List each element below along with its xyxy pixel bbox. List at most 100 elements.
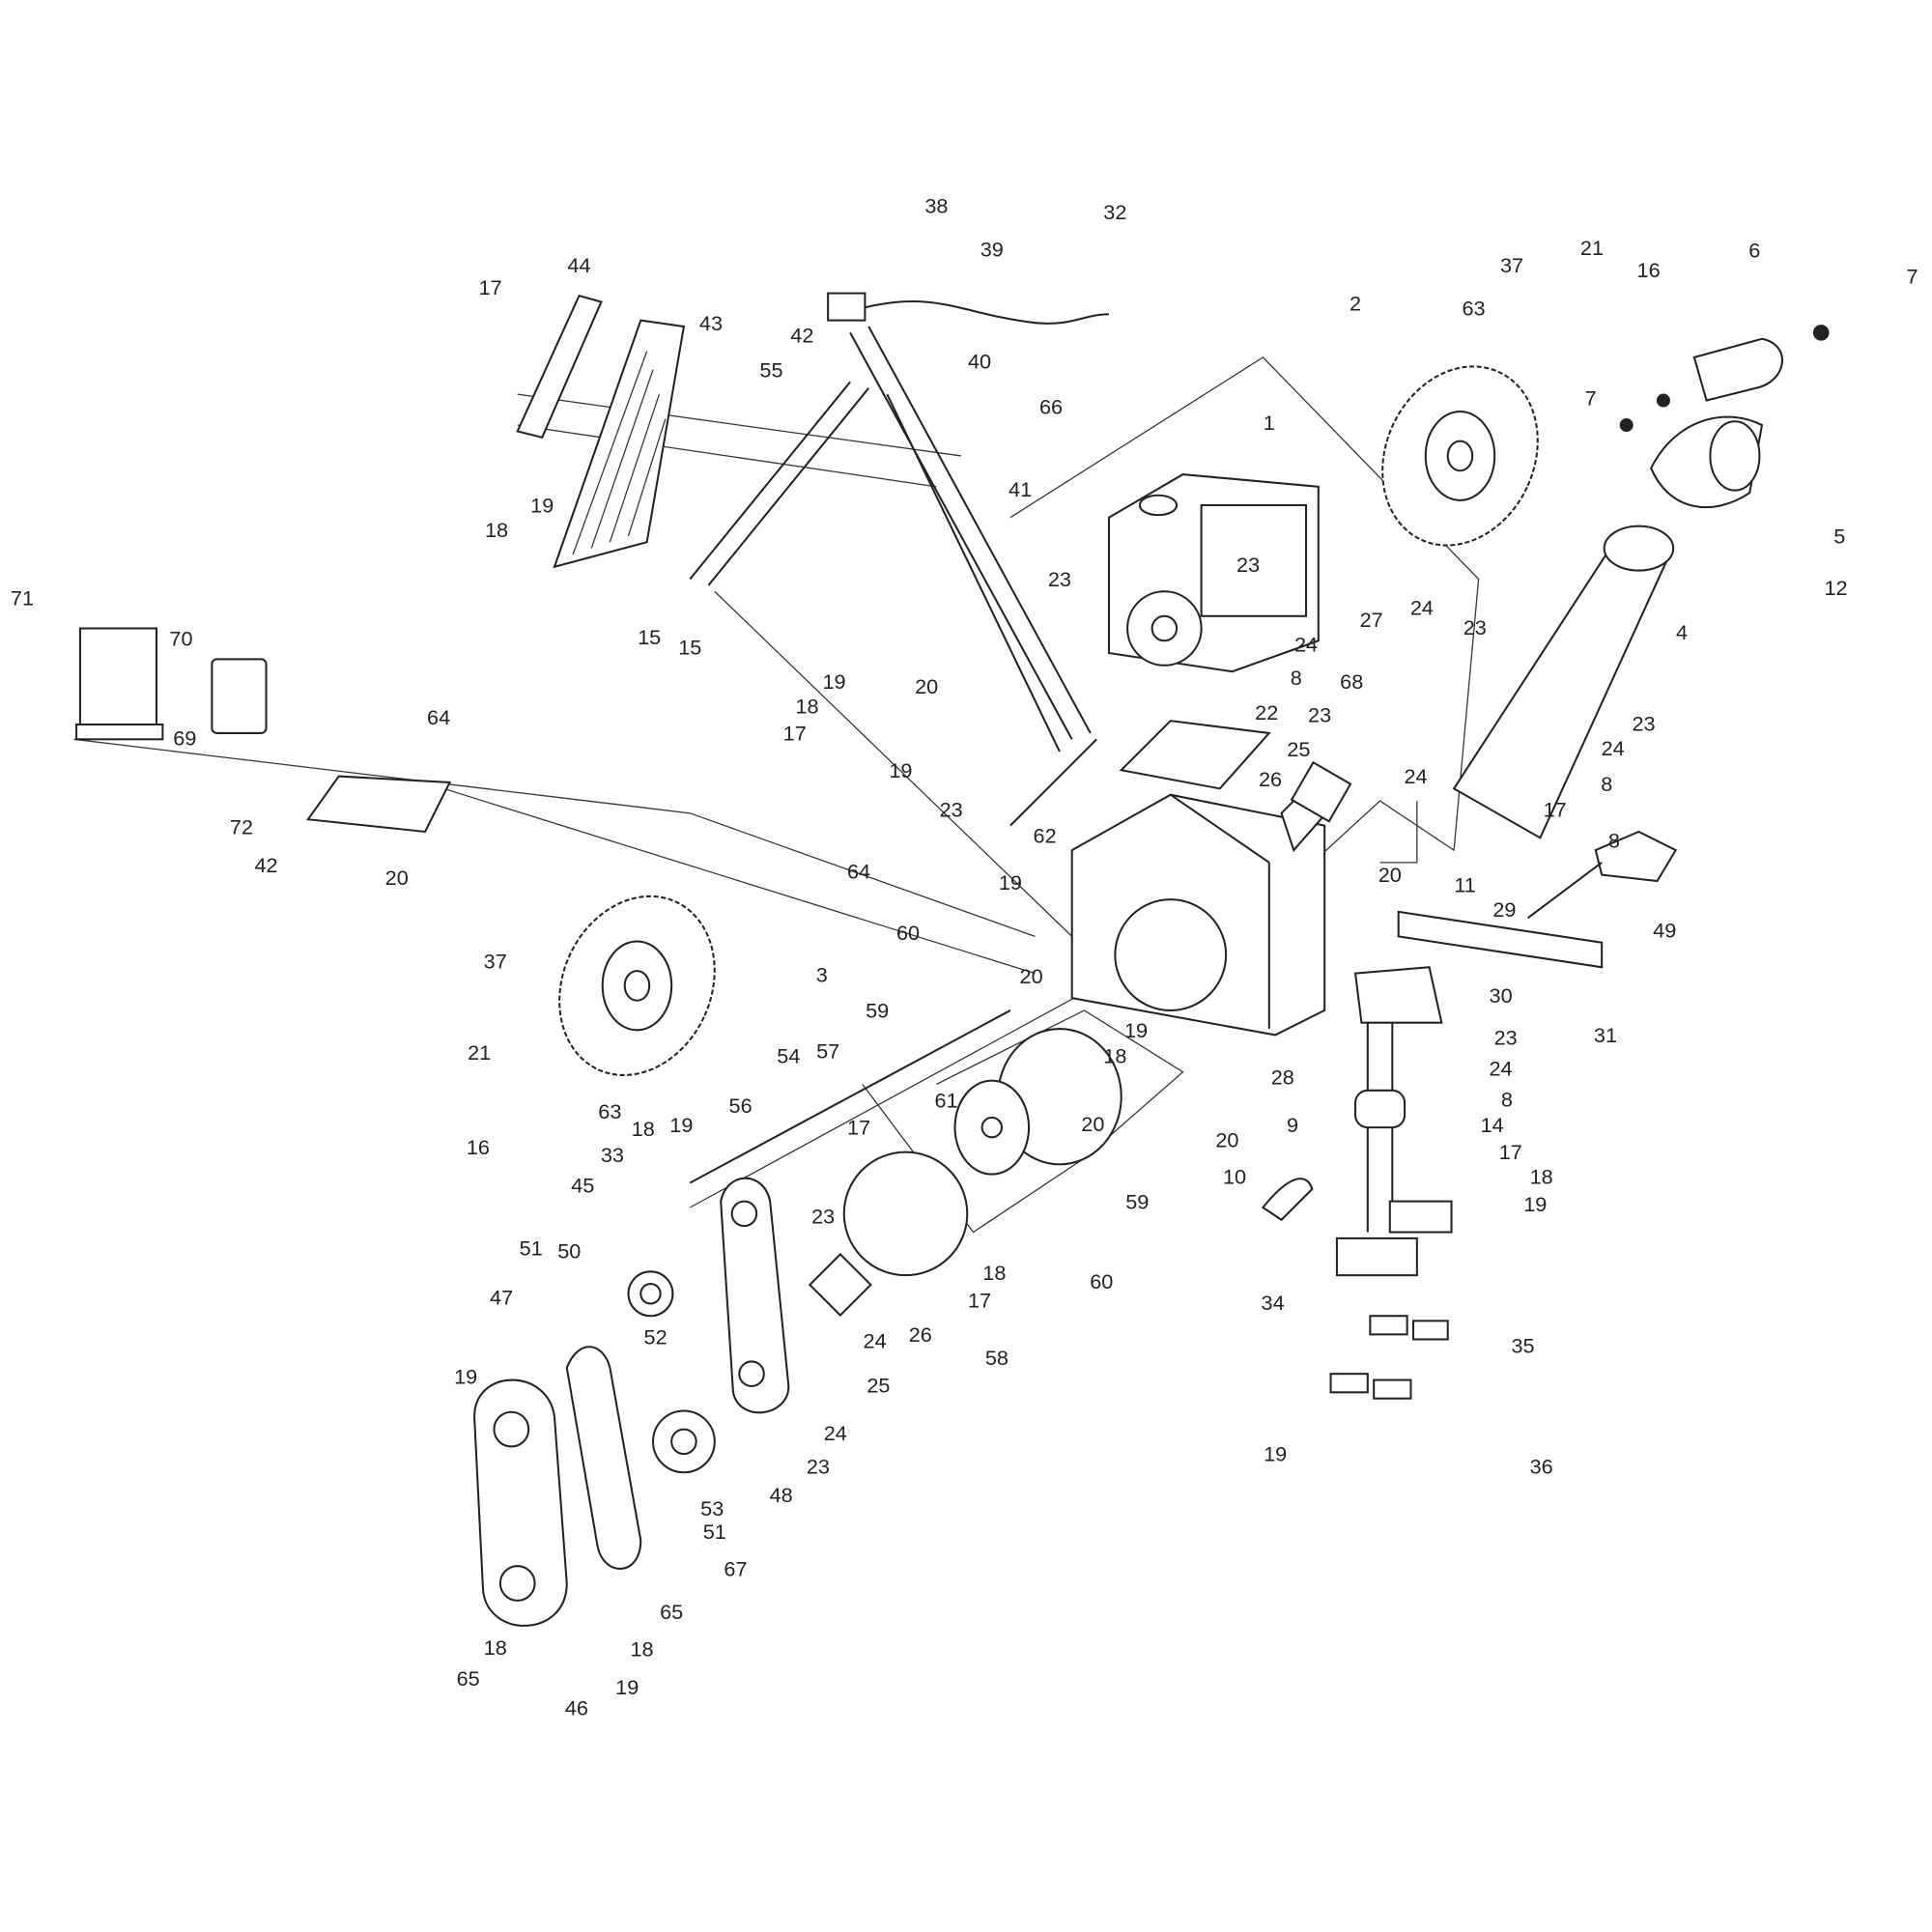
part-callout: 45 (571, 1174, 594, 1198)
part-callout: 19 (669, 1113, 693, 1137)
part-callout: 18 (1530, 1165, 1553, 1189)
tow-bar (1353, 830, 1678, 1024)
bearing-flange-top (1290, 760, 1352, 823)
part-callout: 36 (1530, 1455, 1553, 1479)
part-callout: 59 (1125, 1189, 1149, 1213)
part-callout: 65 (660, 1600, 683, 1624)
part-callout: 46 (565, 1696, 588, 1720)
part-callout: 65 (457, 1666, 480, 1690)
part-callout: 23 (811, 1205, 835, 1229)
belt-cover (473, 1378, 568, 1627)
part-callout: 15 (678, 635, 701, 659)
part-callout: 19 (999, 870, 1022, 895)
part-callout: 17 (1544, 798, 1567, 822)
part-callout: 42 (254, 853, 277, 877)
part-callout: 63 (1462, 297, 1485, 321)
part-callout: 18 (795, 695, 818, 719)
part-callout: 23 (1308, 702, 1331, 726)
throttle-lever (827, 292, 867, 322)
part-callout: 23 (1494, 1026, 1518, 1050)
part-callout: 28 (1271, 1065, 1294, 1089)
part-callout: 70 (169, 626, 192, 650)
part-callout: 20 (1215, 1127, 1238, 1151)
part-callout: 12 (1824, 576, 1847, 600)
part-callout: 11 (1454, 872, 1476, 896)
part-callout: 17 (783, 722, 807, 746)
part-callout: 34 (1262, 1291, 1285, 1315)
part-callout: 42 (790, 324, 813, 348)
guard-plate (516, 294, 686, 569)
part-callout: 55 (759, 357, 782, 382)
part-callout: 35 (1511, 1334, 1534, 1358)
wheel-2 (1381, 365, 1539, 547)
part-callout: 43 (699, 311, 723, 335)
part-callout: 37 (484, 950, 507, 974)
pulley-48 (652, 1409, 716, 1474)
part-callout: 41 (1009, 477, 1032, 501)
part-callout: 8 (1601, 772, 1612, 796)
part-callout: 26 (1259, 767, 1282, 791)
part-callout: 49 (1653, 919, 1676, 943)
battery-assembly (75, 627, 452, 834)
part-callout: 18 (630, 1636, 653, 1661)
belt-guard-plate (720, 1177, 790, 1414)
part-callout: 68 (1340, 669, 1363, 694)
part-callout: 16 (1637, 258, 1661, 282)
part-callout: 51 (703, 1520, 726, 1544)
part-callout: 8 (1291, 666, 1302, 690)
part-callout: 64 (847, 859, 870, 883)
part-callout: 17 (968, 1288, 991, 1312)
part-callout: 72 (230, 815, 253, 839)
part-callout: 25 (867, 1373, 890, 1397)
part-callout: 31 (1594, 1023, 1617, 1047)
handle-frame (689, 326, 1097, 827)
discharge-chute (1452, 525, 1675, 839)
part-callout: 51 (520, 1236, 543, 1261)
pulley-cover-disc (842, 1151, 969, 1277)
part-callout: 18 (632, 1117, 655, 1141)
part-callout: 19 (454, 1364, 477, 1388)
part-callout: 69 (173, 726, 196, 751)
part-callout: 24 (1410, 595, 1434, 619)
part-callout: 25 (1287, 737, 1310, 761)
wheel-3 (558, 895, 716, 1076)
part-callout: 40 (968, 349, 991, 373)
part-callout: 8 (1501, 1087, 1513, 1111)
part-callout: 59 (866, 999, 889, 1023)
part-callout: 6 (1748, 239, 1760, 263)
part-callout: 19 (889, 758, 912, 782)
part-callout: 17 (847, 1116, 870, 1140)
part-callout: 63 (598, 1099, 621, 1123)
part-callout: 56 (729, 1094, 753, 1118)
part-callout: 10 (1223, 1165, 1246, 1189)
part-callout: 23 (1463, 615, 1487, 639)
part-callout: 58 (985, 1346, 1009, 1370)
part-callout: 24 (1294, 633, 1318, 657)
throttle-cable (862, 299, 1109, 325)
part-callout: 4 (1676, 620, 1688, 644)
part-callout: 23 (1048, 567, 1071, 591)
part-callout: 19 (1264, 1442, 1287, 1466)
part-callout: 29 (1492, 897, 1516, 922)
part-callout: 23 (1632, 711, 1655, 735)
part-callout: 60 (1090, 1269, 1113, 1293)
part-callout: 14 (1481, 1113, 1504, 1137)
part-callout: 23 (940, 798, 963, 822)
part-callout: 44 (567, 253, 590, 277)
part-callout: 2 (1350, 291, 1361, 315)
part-callout: 64 (427, 705, 450, 729)
part-callout: 67 (724, 1556, 747, 1580)
deflector-hood (1619, 325, 1830, 509)
part-callout: 7 (1585, 386, 1597, 411)
part-callout: 20 (1020, 964, 1043, 988)
part-callout: 23 (807, 1455, 830, 1479)
part-callout: 24 (1490, 1057, 1513, 1081)
part-callout: 19 (822, 669, 845, 694)
part-callout: 18 (982, 1261, 1006, 1285)
pulley-45 (627, 1270, 674, 1318)
part-callout: 18 (484, 1635, 507, 1660)
part-callout: 62 (1034, 823, 1057, 847)
part-callout: 32 (1103, 200, 1126, 224)
part-callout: 20 (385, 866, 409, 890)
